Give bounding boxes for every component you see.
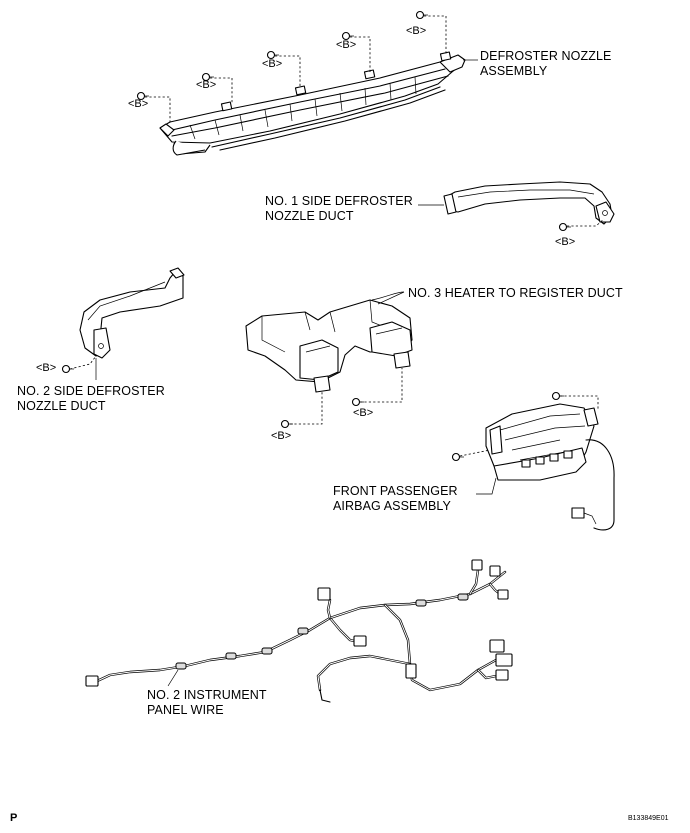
defroster-nozzle-assembly-part [159,51,466,156]
passenger-airbag-assembly-part [485,403,615,531]
label-line: NO. 3 HEATER TO REGISTER DUCT [408,286,623,300]
label-line: PANEL WIRE [147,703,224,717]
bolt-icon [341,31,354,41]
label-line: NO. 1 SIDE DEFROSTER [265,194,413,208]
bolt-icon [415,10,428,20]
page-mark: P [10,812,18,824]
label-line: FRONT PASSENGER [333,484,458,498]
side-defroster-duct-2-part [79,267,185,359]
bolt-icon [61,364,74,374]
bolt-icon [136,91,149,101]
bolt-icon [451,452,464,462]
label-line: NO. 2 INSTRUMENT [147,688,267,702]
bolt-label: <B> [196,79,217,91]
bolt-label: <B> [271,430,292,442]
label-line: AIRBAG ASSEMBLY [333,499,451,513]
bolt-label: <B> [36,362,57,374]
bolt-icon [558,222,571,232]
bolt-label: <B> [353,407,374,419]
bolt-label: <B> [262,58,283,70]
bolt-label: <B> [406,25,427,37]
side-defroster-duct-1-label: NO. 1 SIDE DEFROSTER NOZZLE DUCT [265,194,413,224]
heater-to-register-duct-part [245,299,413,393]
label-line: NO. 2 SIDE DEFROSTER [17,384,165,398]
side-defroster-duct-1-part [443,181,615,225]
bolt-icon [201,72,214,82]
label-line: ASSEMBLY [480,64,548,78]
instrument-panel-wire-label: NO. 2 INSTRUMENT PANEL WIRE [147,688,267,718]
label-line: DEFROSTER NOZZLE [480,49,612,63]
bolt-icon [266,50,279,60]
instrument-panel-wire-part [85,559,513,703]
bolt-label: <B> [336,39,357,51]
side-defroster-duct-2-label: NO. 2 SIDE DEFROSTER NOZZLE DUCT [17,384,165,414]
passenger-airbag-label: FRONT PASSENGER AIRBAG ASSEMBLY [333,484,458,514]
bolt-icon [351,397,364,407]
defroster-nozzle-assembly-label: DEFROSTER NOZZLE ASSEMBLY [480,49,611,79]
bolt-icon [551,391,564,401]
label-line: NOZZLE DUCT [17,399,106,413]
bolt-icon [280,419,293,429]
bolt-label: <B> [128,98,149,110]
label-line: NOZZLE DUCT [265,209,354,223]
heater-to-register-duct-label: NO. 3 HEATER TO REGISTER DUCT [408,286,623,301]
bolt-label: <B> [555,236,576,248]
figure-id: B133849E01 [628,815,669,822]
